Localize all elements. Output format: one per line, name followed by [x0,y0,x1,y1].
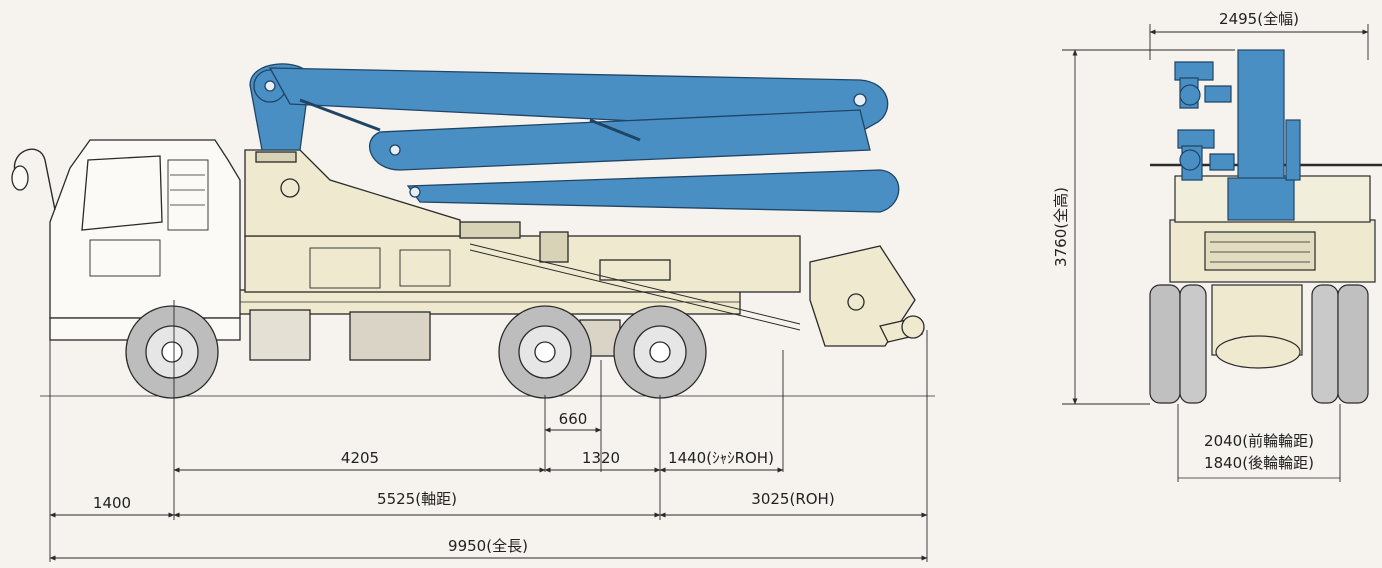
front-wheel [125,305,219,399]
body-box [244,235,801,293]
label-660: 660 [559,410,588,428]
label-1400: 1400 [93,494,131,512]
side-view-dimensions [49,300,928,562]
boom [249,63,900,213]
rear-tire-right-inner [1311,284,1339,404]
side-view-wheels [125,305,707,399]
label-2040: 2040(前輪輪距) [1204,432,1314,450]
rear-tire-left-outer [1149,284,1181,404]
label-3025: 3025(ROH) [751,490,834,508]
rear-view-boom [1174,49,1301,221]
rear-tire-left-inner [1179,284,1207,404]
label-3760: 3760(全高) [1052,187,1070,267]
label-4205: 4205 [341,449,379,467]
hopper [809,245,916,347]
rear-tire-right-outer [1337,284,1369,404]
side-view-labels: 660 4205 1320 1440(ｼｬｼROH) 1400 5525(軸距)… [93,410,835,555]
label-2495: 2495(全幅) [1219,10,1299,28]
rear-boom-column [1237,49,1285,201]
rear-view-dimensions [1062,24,1369,482]
boom-section-2 [369,109,871,171]
mirror [13,148,56,211]
tank [459,221,521,239]
rear-view-truck [1149,163,1382,404]
label-1840: 1840(後輪輪距) [1204,454,1314,472]
label-1440: 1440(ｼｬｼROH) [668,449,774,467]
boom-section-3 [406,169,900,213]
label-5525: 5525(軸距) [377,490,457,508]
rear-view-labels: 2495(全幅) 3760(全高) 2040(前輪輪距) 1840(後輪輪距) [1052,10,1314,472]
label-1320: 1320 [582,449,620,467]
rear-wheel-1 [498,305,592,399]
rear-wheel-2 [613,305,707,399]
label-9950: 9950(全長) [448,537,528,555]
